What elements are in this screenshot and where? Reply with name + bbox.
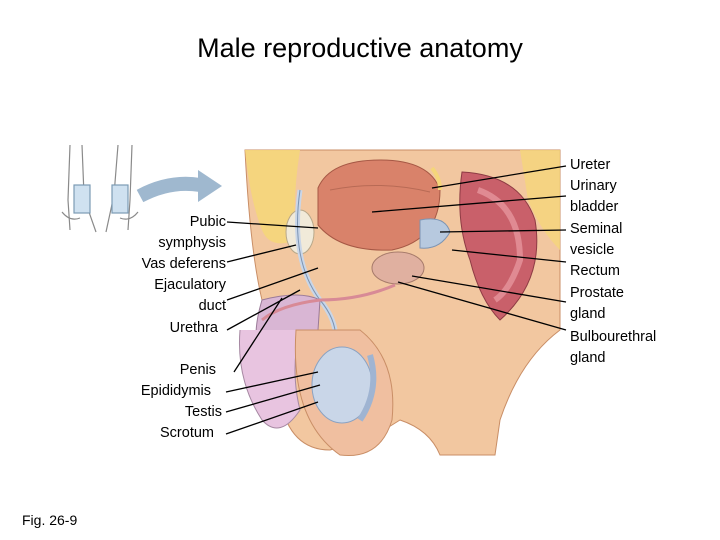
leader-lines-right xyxy=(371,165,567,331)
label-urethra: Urethra xyxy=(169,320,218,336)
arrow-icon xyxy=(136,170,222,203)
label-bladder: bladder xyxy=(570,199,619,215)
label-epididymis: Epididymis xyxy=(140,383,211,399)
figure-label: Fig. 26-9 xyxy=(22,512,78,528)
label-duct: duct xyxy=(198,298,226,314)
orientation-inset xyxy=(61,144,139,233)
label-seminal: Seminal xyxy=(570,221,623,237)
leader-lines-left xyxy=(225,221,321,435)
label-pubic: Pubic xyxy=(189,214,226,230)
label-scrotum: Scrotum xyxy=(160,425,214,441)
label-vesicle: vesicle xyxy=(570,242,615,258)
label-ureter: Ureter xyxy=(570,157,611,173)
label-vas-deferens: Vas deferens xyxy=(141,256,226,272)
label-penis: Penis xyxy=(179,362,216,378)
label-bulbourethral: Bulbourethral xyxy=(570,329,657,345)
label-symphysis: symphysis xyxy=(158,235,226,251)
label-gland-prostate: gland xyxy=(570,306,606,322)
label-prostate: Prostate xyxy=(570,285,624,301)
label-rectum: Rectum xyxy=(570,263,620,279)
label-gland-bulbourethral: gland xyxy=(570,350,606,366)
label-urinary: Urinary xyxy=(570,178,617,194)
label-testis: Testis xyxy=(184,404,222,420)
label-ejaculatory: Ejaculatory xyxy=(154,277,226,293)
slide-title: Male reproductive anatomy xyxy=(197,33,523,63)
cross-section xyxy=(239,149,561,457)
